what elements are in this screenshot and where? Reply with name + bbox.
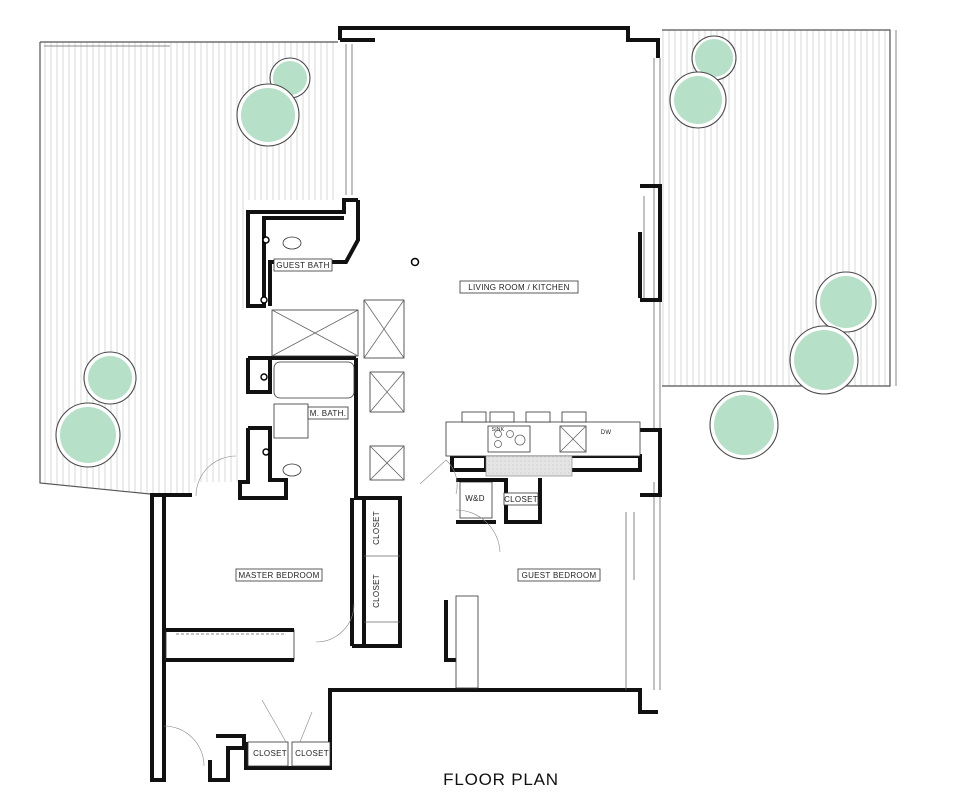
tree-icon	[236, 83, 300, 147]
room-label-closet-master-1: CLOSET	[372, 511, 381, 545]
room-label-master-bedroom: MASTER BEDROOM	[235, 568, 323, 582]
svg-text:CLOSET: CLOSET	[372, 511, 381, 545]
room-label-closet-bottom-1: CLOSET	[253, 749, 287, 758]
kitchen-counter	[445, 411, 641, 477]
svg-text:M. BATH.: M. BATH.	[310, 409, 346, 418]
appliance-label-sink: SINK	[492, 427, 505, 433]
tree-icon	[83, 351, 137, 405]
svg-text:SINK: SINK	[492, 427, 505, 433]
interior-walls	[165, 299, 642, 767]
exterior-walls	[150, 26, 662, 782]
appliance-label-dishwasher: DW	[601, 430, 612, 436]
svg-text:CLOSET: CLOSET	[504, 495, 538, 504]
svg-text:DW: DW	[601, 430, 612, 436]
room-label-washer-dryer: W&D	[465, 494, 485, 503]
room-label-closet-guest: CLOSET	[503, 492, 539, 506]
tree-icon	[789, 325, 859, 395]
svg-text:W&D: W&D	[465, 494, 485, 503]
room-label-guest-bath: GUEST BATH	[273, 258, 333, 272]
tree-icon	[709, 390, 779, 460]
svg-text:CLOSET: CLOSET	[295, 749, 329, 758]
svg-text:LIVING ROOM / KITCHEN: LIVING ROOM / KITCHEN	[468, 283, 569, 292]
svg-text:CLOSET: CLOSET	[372, 574, 381, 608]
room-label-closet-master-2: CLOSET	[372, 574, 381, 608]
room-label-master-bath: M. BATH.	[307, 406, 349, 420]
tree-icon	[55, 402, 121, 468]
svg-text:MASTER BEDROOM: MASTER BEDROOM	[238, 571, 319, 580]
svg-text:GUEST BEDROOM: GUEST BEDROOM	[522, 571, 597, 580]
page-title: FLOOR PLAN	[443, 770, 559, 789]
door-swings	[163, 455, 501, 767]
tree-icon	[669, 71, 727, 129]
room-label-living-kitchen: LIVING ROOM / KITCHEN	[459, 280, 579, 294]
svg-text:CLOSET: CLOSET	[253, 749, 287, 758]
room-label-guest-bedroom: GUEST BEDROOM	[517, 568, 601, 582]
tree-icon	[815, 271, 877, 333]
room-label-closet-bottom-2: CLOSET	[295, 749, 329, 758]
bath-fixtures	[260, 236, 420, 477]
svg-text:GUEST BATH: GUEST BATH	[276, 261, 329, 270]
